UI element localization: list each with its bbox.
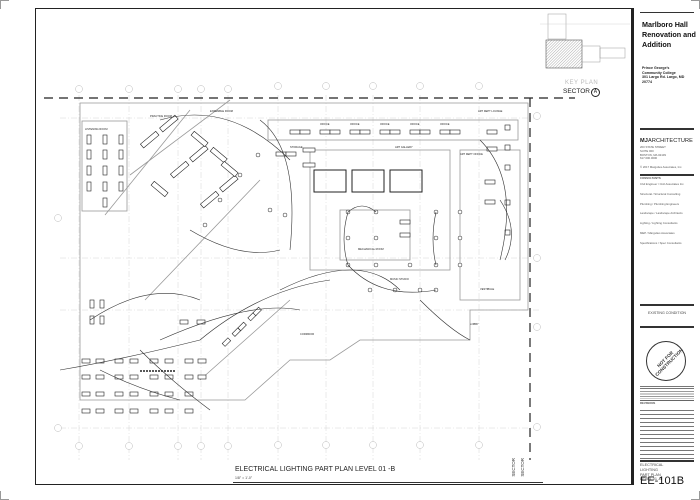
svg-text:LISTENING ROOM: LISTENING ROOM [85,127,107,131]
room-tags: LISTENING ROOM PRACTICE ROOM ENSEMBLE RO… [85,109,503,336]
svg-text:ART DEPT LOUNGE: ART DEPT LOUNGE [478,109,503,113]
sheet-number: EE-101B [640,475,685,487]
svg-text:STORAGE: STORAGE [290,145,303,149]
downlights [202,152,463,293]
divider [640,304,694,306]
crop-mark [691,491,700,500]
not-for-construction-stamp: NOT FOR CONSTRUCTION [646,341,686,381]
client-info: Prince George's Community College 301 La… [642,66,685,84]
svg-text:MUSIC STUDIO: MUSIC STUDIO [390,277,409,281]
drawing-title: ELECTRICAL LIGHTING PART PLAN LEVEL 01 -… [235,466,396,473]
existing-condition: EXISTING CONDITION [648,311,686,315]
equipment [140,169,423,372]
architect-address: 200 STATE STREET SUITE 000 BOSTON, MA 02… [640,145,666,161]
divider [640,174,694,176]
svg-text:PRACTICE ROOM: PRACTICE ROOM [150,114,172,118]
copyright: © 2017 Margulies Associates, Inc. [640,165,683,169]
title-underline [233,482,543,483]
key-plan-diagram [540,13,630,69]
svg-text:OFFICE: OFFICE [380,122,390,126]
key-plan-label: KEY PLAN [565,80,599,86]
svg-text:OFFICE: OFFICE [440,122,450,126]
grid-bubbles [54,82,541,450]
lighting-floor-plan: LISTENING ROOM PRACTICE ROOM ENSEMBLE RO… [44,82,575,460]
sector-label-bottom: SECTOR [511,458,516,477]
circuit-wiring [59,114,512,411]
svg-text:OFFICE: OFFICE [320,122,330,126]
drawing-frame [35,8,632,485]
divider [640,128,694,130]
divider [640,460,694,462]
architect-logo: MJARCHITECTURE [640,138,694,144]
sector-boundary [44,97,575,460]
svg-text:OFFICE: OFFICE [410,122,420,126]
sector-bubble: A [590,88,600,97]
revisions-heading: REVISIONS [640,401,656,405]
crop-mark [0,0,9,9]
building-walls [79,99,529,401]
svg-text:CORRIDOR: CORRIDOR [300,332,314,336]
title-block: Marlboro Hall Renovation and Addition Pr… [632,8,696,485]
consultant-list: Civil Engineer / Civil Associates Inc. S… [640,182,685,245]
sheet-title: ELECTRICAL LIGHTING PART PLAN LEVEL 01 -… [640,463,664,482]
revisions-table [640,410,694,460]
divider [640,12,694,13]
svg-text:VESTIBULE: VESTIBULE [480,287,495,291]
divider [640,326,694,328]
svg-text:ART GALLERY: ART GALLERY [395,145,413,149]
drawing-scale: 1/8" = 1'-0" [235,476,253,480]
project-name: Marlboro Hall Renovation and Addition [642,20,696,49]
crop-mark [0,491,9,500]
svg-text:LOBBY: LOBBY [470,322,479,326]
sector-label-bottom: SECTOR [520,458,525,477]
svg-text:ART DEPT OFFICE: ART DEPT OFFICE [460,152,483,156]
divider [640,400,694,401]
professional-certification [640,386,694,399]
consultants-heading: CONSULTANTS [640,176,661,180]
svg-text:MECHANICAL ROOM: MECHANICAL ROOM [358,247,384,251]
svg-text:OFFICE: OFFICE [350,122,360,126]
light-fixtures [81,114,511,414]
svg-text:ENSEMBLE ROOM: ENSEMBLE ROOM [210,109,233,113]
title-block-border [632,8,634,485]
